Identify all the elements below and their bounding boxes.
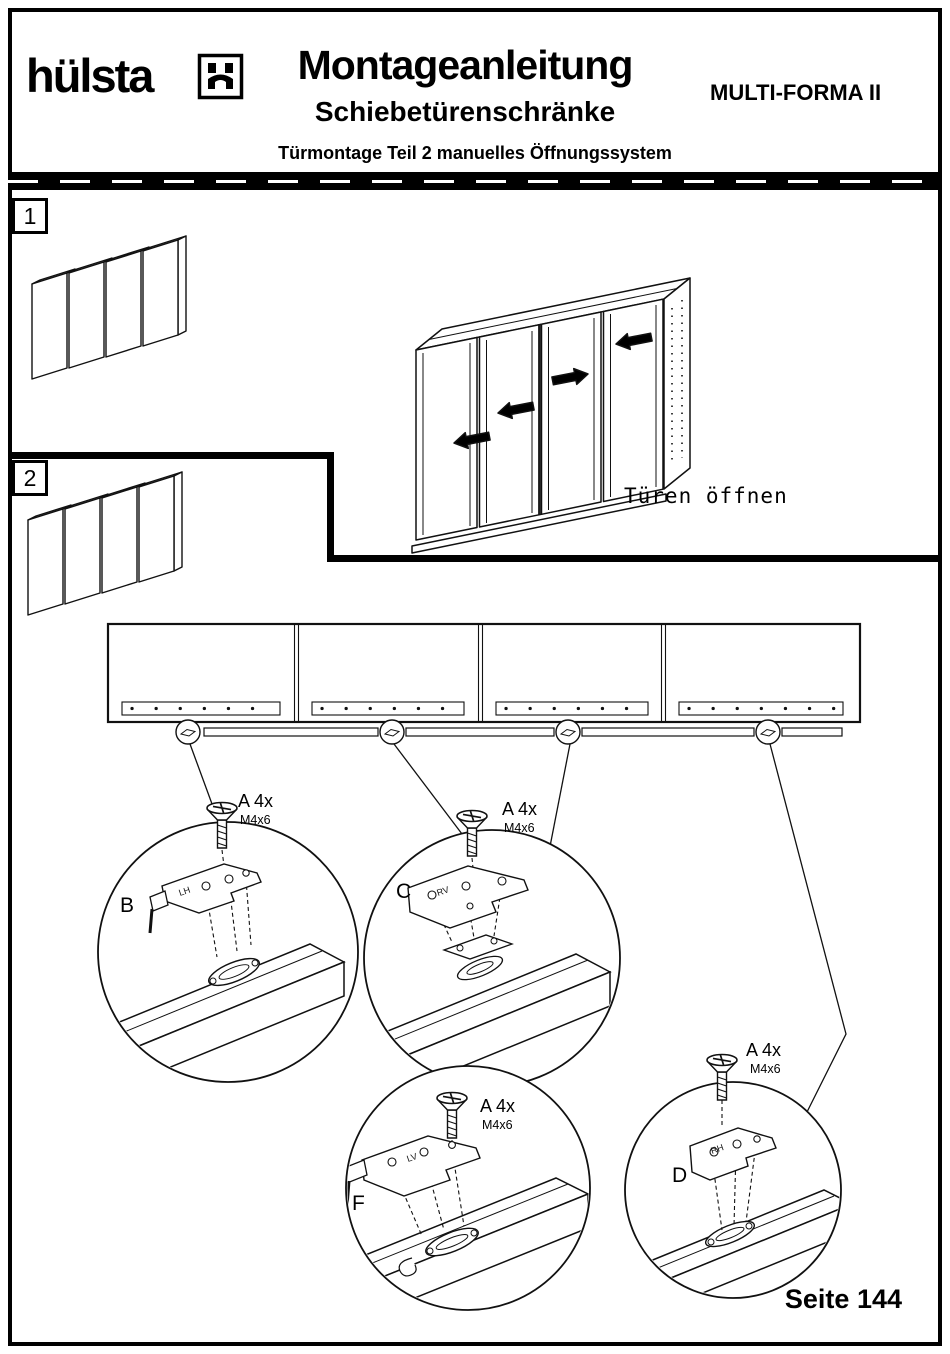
wardrobe-closed-step1-illustration: [31, 235, 187, 380]
wardrobe-open-illustration: [411, 277, 691, 554]
page-frame: [8, 8, 942, 1346]
product-name: MULTI-FORMA II: [710, 80, 882, 105]
detail-letter-f: F: [352, 1192, 365, 1215]
step-divider-horizontal-right: [327, 555, 942, 562]
step-divider-vertical: [327, 452, 334, 562]
detail-d-illustration: RH: [624, 1053, 842, 1299]
detail-letter-c: C: [396, 880, 412, 903]
step-2-number-box: 2: [12, 460, 48, 496]
screw-size-c: M4x6: [504, 821, 535, 835]
page-title: Montageanleitung: [297, 42, 634, 88]
screw-label-f: A 4x: [480, 1096, 516, 1116]
step-2-number: 2: [23, 464, 37, 491]
screw-size-b: M4x6: [240, 813, 271, 827]
detail-b-illustration: LH: [97, 801, 359, 1083]
page-subtitle: Schiebetürenschränke: [314, 96, 616, 127]
plate-mark-f: LV: [405, 1151, 418, 1164]
detail-c-illustration: RV: [363, 809, 621, 1087]
plate-mark-b: LH: [177, 885, 191, 898]
plate-mark-c: RV: [435, 884, 450, 897]
separator-bar-dashes: [8, 179, 942, 183]
section-title: Türmontage Teil 2 manuelles Öffnungssyst…: [278, 143, 672, 163]
detail-letter-d: D: [672, 1164, 688, 1187]
screw-label-d: A 4x: [746, 1040, 782, 1060]
page-number: Seite 144: [784, 1284, 902, 1314]
screw-size-f: M4x6: [482, 1118, 513, 1132]
rail-overview-illustration: [106, 622, 862, 745]
step-1-number: 1: [23, 202, 37, 229]
step-1-caption: Türen öffnen: [624, 484, 788, 508]
brand-logo-text: hülsta: [26, 49, 154, 102]
detail-f-illustration: LV: [345, 1065, 591, 1311]
detail-letter-b: B: [120, 894, 135, 917]
plate-mark-d: RH: [709, 1142, 725, 1156]
screw-size-d: M4x6: [750, 1062, 781, 1076]
step-1-number-box: 1: [12, 198, 48, 234]
screw-label-c: A 4x: [502, 799, 538, 819]
brand-logo-icon: [197, 53, 244, 100]
separator-bar: [8, 172, 942, 190]
screw-label-b: A 4x: [238, 791, 274, 811]
wardrobe-closed-step2-illustration: [27, 471, 183, 616]
step-divider-horizontal-left: [8, 452, 334, 459]
